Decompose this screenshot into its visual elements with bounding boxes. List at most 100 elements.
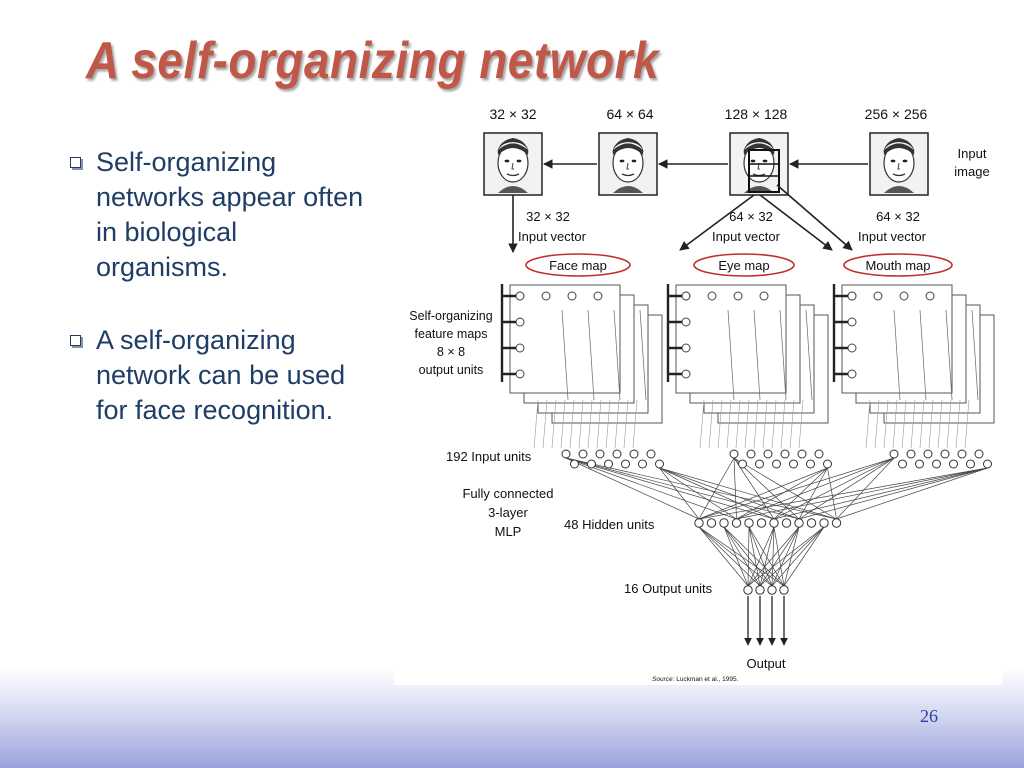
face-image-256: [869, 132, 929, 196]
map-unit: [847, 369, 857, 379]
mlp-connection: [748, 526, 785, 587]
map-output-line: [614, 399, 620, 449]
input-image-label: Input: [958, 146, 987, 161]
map-output-line: [901, 399, 907, 449]
map-unit-link: [779, 309, 787, 401]
input-unit: [889, 449, 899, 459]
input-unit: [604, 459, 613, 469]
mlp-connection: [798, 467, 828, 520]
map-unit: [681, 343, 691, 353]
input-unit: [898, 459, 907, 469]
som-label: 8 × 8: [437, 345, 465, 359]
mlp-connection: [698, 526, 785, 587]
image-size-label: 64 × 64: [606, 106, 653, 122]
image-size-label: 32 × 32: [489, 106, 536, 122]
mlp-connection: [773, 457, 895, 520]
map-output-line: [892, 399, 898, 449]
vector-size-label: 64 × 32: [729, 209, 773, 224]
input-unit: [772, 459, 781, 469]
mlp-connection: [698, 467, 988, 520]
map-unit: [847, 317, 857, 327]
mlp-connection: [698, 457, 735, 520]
input-unit: [780, 449, 790, 459]
map-output-line: [699, 399, 705, 449]
input-unit: [646, 449, 656, 459]
input-unit: [561, 449, 571, 459]
input-unit: [738, 459, 747, 469]
mlp-connection: [565, 457, 700, 520]
input-unit: [746, 449, 756, 459]
mlp-connection: [659, 467, 800, 520]
mlp-connection: [748, 526, 773, 587]
map-output-line: [955, 399, 961, 449]
map-unit: [681, 317, 691, 327]
map-output-line: [928, 399, 934, 449]
map-output-line: [946, 399, 952, 449]
map-label: Mouth map: [865, 258, 930, 273]
input-unit: [814, 449, 824, 459]
bullet-text: A self-organizing network can be used fo…: [96, 325, 346, 425]
mlp-connection: [736, 467, 828, 520]
map-output-line: [587, 399, 593, 449]
mlp-connection: [798, 457, 895, 520]
mlp-connection: [747, 526, 800, 587]
mlp-connection: [659, 467, 700, 520]
feature-map-stack: [500, 284, 663, 449]
mlp-units: [561, 449, 992, 595]
map-unit: [515, 291, 525, 301]
map-output-line: [735, 399, 741, 449]
downsample-arrows: [508, 159, 868, 253]
mlp-connection: [759, 526, 825, 587]
mlp-connection: [759, 526, 800, 587]
mlp-connection: [698, 526, 749, 587]
map-label: Face map: [549, 258, 607, 273]
network-diagram: 32 × 32 64 × 64 128 × 128 256 × 256 Inpu…: [394, 100, 1002, 685]
map-output-line: [717, 399, 723, 449]
feature-map-layer: [841, 284, 953, 394]
bullet-item: Self-organizing networks appear often in…: [68, 145, 368, 285]
vector-label: Input vector: [518, 229, 587, 244]
map-output-line: [560, 399, 566, 449]
mlp-connection: [723, 526, 749, 587]
map-output-line: [726, 399, 732, 449]
input-unit: [755, 459, 764, 469]
input-vector-bus: [500, 284, 516, 382]
hidden-unit: [781, 518, 792, 528]
map-unit: [847, 343, 857, 353]
map-output-line: [964, 399, 970, 449]
mlp-connection: [747, 526, 775, 587]
input-unit: [612, 449, 622, 459]
mlp-connection: [723, 526, 773, 587]
map-output-line: [551, 399, 557, 449]
hidden-unit: [756, 518, 767, 528]
input-unit: [789, 459, 798, 469]
feature-maps: [500, 284, 995, 449]
map-unit: [515, 343, 525, 353]
input-unit: [966, 459, 975, 469]
map-output-line: [596, 399, 602, 449]
map-unit-link: [893, 309, 901, 401]
mlp-connection: [736, 467, 988, 520]
map-unit-link: [727, 309, 735, 401]
face-image-64: [598, 132, 658, 196]
output-unit: [779, 585, 789, 595]
map-output-line: [798, 399, 804, 449]
map-unit: [567, 291, 577, 301]
map-output-line: [623, 399, 629, 449]
mlp-connection: [733, 457, 775, 520]
input-units-label: 192 Input units: [446, 449, 532, 464]
map-unit-link: [561, 309, 569, 401]
mlp-connection: [565, 457, 737, 520]
mlp-connection: [759, 526, 775, 587]
map-unit: [515, 369, 525, 379]
hidden-units-label: 48 Hidden units: [564, 517, 655, 532]
face-image-128: [729, 132, 789, 196]
map-unit-link: [613, 309, 621, 401]
mlp-connections: [565, 457, 988, 587]
mlp-connection: [773, 526, 785, 587]
mlp-connection: [748, 526, 761, 587]
mlp-connection: [747, 526, 825, 587]
face-image-32: [483, 132, 543, 196]
map-unit-link: [753, 309, 761, 401]
mlp-connection: [565, 457, 800, 520]
